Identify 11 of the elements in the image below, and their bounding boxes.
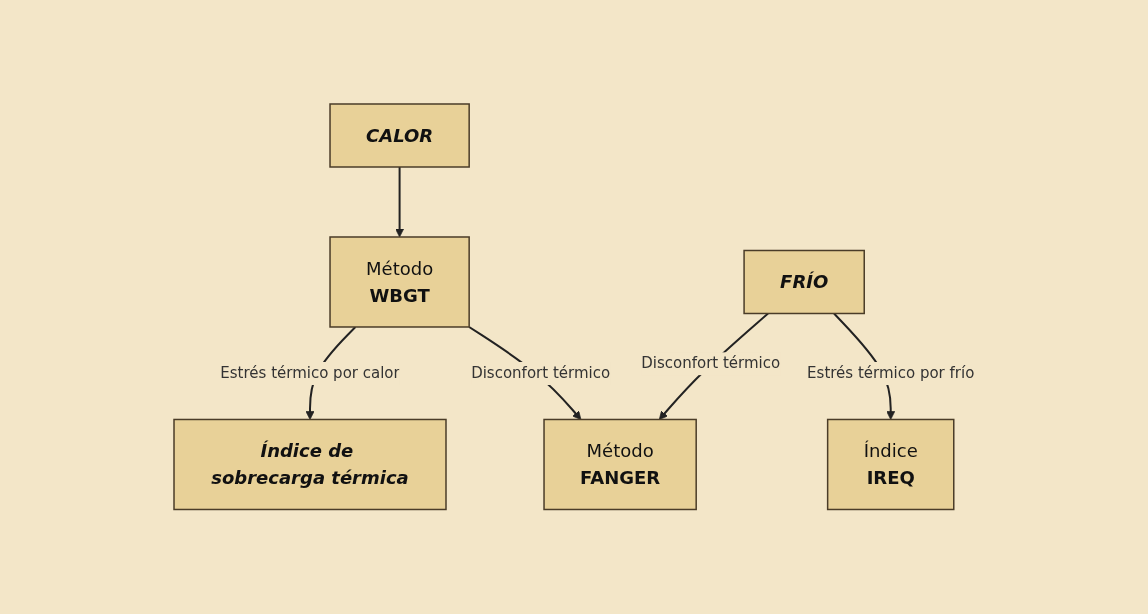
- edge-label: Disconfort térmico: [641, 354, 781, 373]
- node-box: FRÍO: [743, 250, 865, 315]
- node-box: Índice IREQ: [826, 419, 955, 511]
- node-box: Índice de sobrecarga térmica: [173, 419, 447, 511]
- node-box: Método WBGT: [329, 236, 470, 328]
- edge-label: Estrés térmico por calor: [220, 364, 400, 383]
- edge-label: Disconfort térmico: [470, 364, 610, 383]
- arrow: [395, 166, 404, 238]
- edge-label: Estrés térmico por frío: [806, 364, 975, 383]
- node-box: CALOR: [329, 103, 470, 168]
- node-box: Método FANGER: [543, 419, 697, 511]
